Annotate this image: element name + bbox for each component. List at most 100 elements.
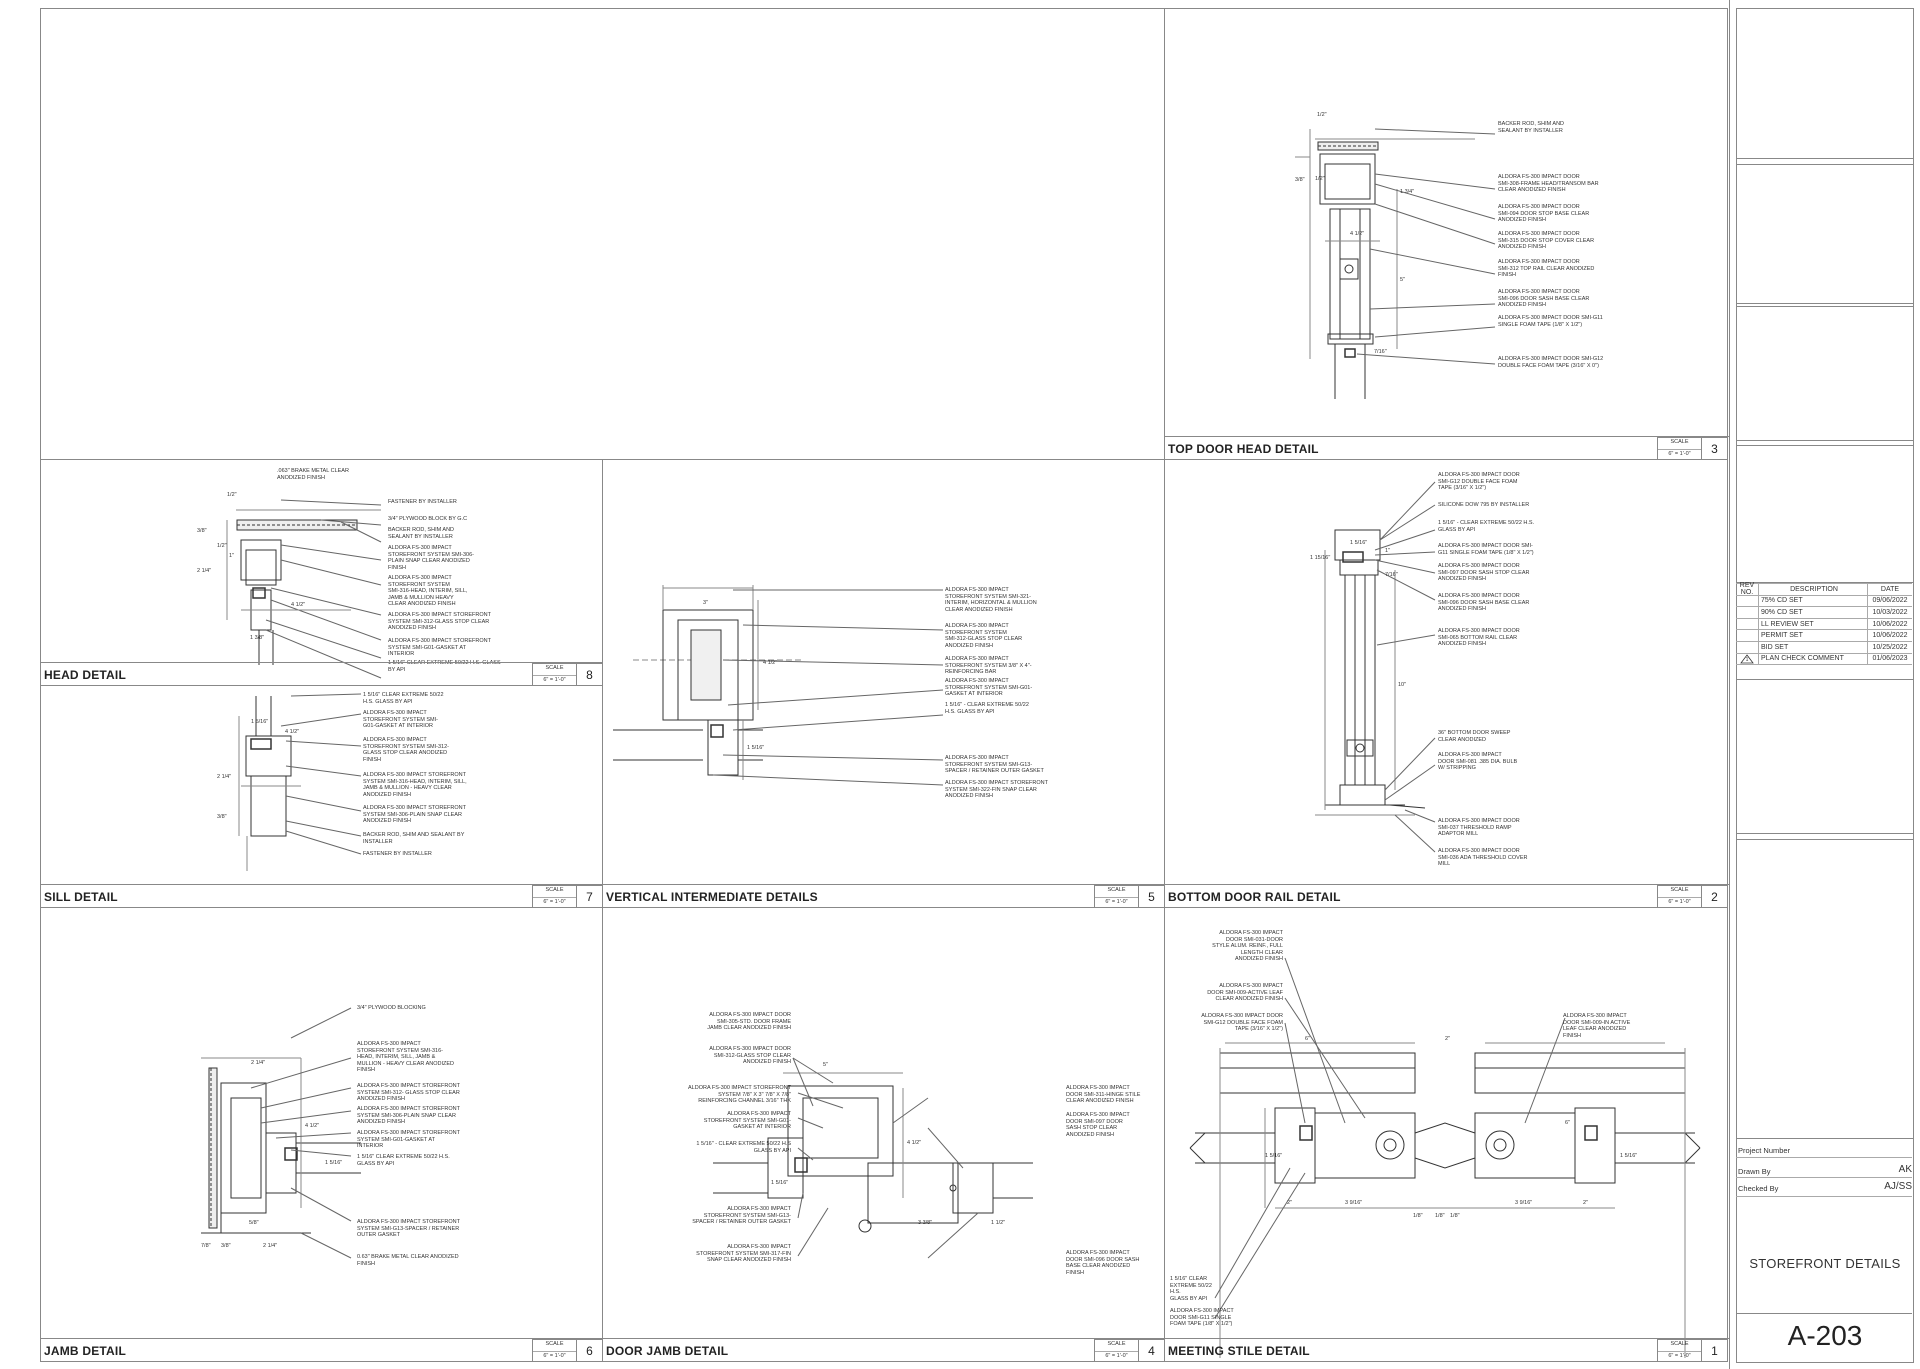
titleblock-cell bbox=[1737, 445, 1913, 583]
note: ALDORA FS-300 IMPACT STOREFRONT SYSTEM S… bbox=[363, 805, 466, 825]
note: ALDORA FS-300 IMPACT DOOR SMI-308-FRAME … bbox=[1498, 174, 1599, 194]
note: FASTENER BY INSTALLER bbox=[363, 851, 432, 857]
note: ALDORA FS-300 IMPACT STOREFRONT SYSTEM S… bbox=[357, 1219, 460, 1239]
sheet-number-rule bbox=[1736, 1313, 1912, 1314]
dimension: 1" bbox=[1385, 548, 1391, 554]
dimension: 6" bbox=[1305, 1036, 1311, 1042]
detail-number: 8 bbox=[576, 663, 602, 685]
detail-number: 4 bbox=[1138, 1339, 1164, 1361]
dimension: 1" bbox=[229, 553, 235, 559]
drawn-by-value: AK bbox=[1898, 1164, 1912, 1175]
detail-title: HEAD DETAIL bbox=[44, 668, 126, 682]
detail-title: TOP DOOR HEAD DETAIL bbox=[1168, 442, 1319, 456]
note: ALDORA FS-300 IMPACT DOOR SMI-009-ACTIVE… bbox=[1207, 983, 1283, 1003]
detail-head: .063" BRAKE METAL CLEAR ANODIZED FINISH … bbox=[40, 459, 604, 686]
note: ALDORA FS-300 IMPACT STOREFRONT SYSTEM S… bbox=[357, 1106, 460, 1126]
note: ALDORA FS-300 IMPACT STOREFRONT SYSTEM S… bbox=[388, 545, 474, 571]
detail-title: MEETING STILE DETAIL bbox=[1168, 1344, 1310, 1358]
note: ALDORA FS-300 IMPACT DOOR SMI-G12 DOUBLE… bbox=[1201, 1013, 1283, 1033]
note: ALDORA FS-300 IMPACT STOREFRONT SYSTEM S… bbox=[363, 710, 438, 730]
dimension: 5" bbox=[1400, 277, 1406, 283]
note: ALDORA FS-300 IMPACT DOOR SMI-081 .385 D… bbox=[1438, 752, 1518, 772]
titleblock-cell bbox=[1737, 164, 1913, 304]
dimension: 1 1/2" bbox=[991, 1220, 1006, 1226]
note: ALDORA FS-300 IMPACT STOREFRONT SYSTEM S… bbox=[357, 1041, 454, 1074]
detail-title: SILL DETAIL bbox=[44, 890, 118, 904]
dimension: 1/8" bbox=[1435, 1213, 1445, 1219]
dimension: 1/2" bbox=[1317, 112, 1327, 118]
detail-number: 6 bbox=[576, 1339, 602, 1361]
meeting-stile-drawing bbox=[1189, 957, 1701, 1358]
dimension: 2 1/4" bbox=[263, 1243, 278, 1249]
info-rule bbox=[1736, 1157, 1912, 1158]
note: ALDORA FS-300 IMPACT STOREFRONT SYSTEM S… bbox=[357, 1130, 460, 1150]
note: BACKER ROD, SHIM AND SEALANT BY INSTALLE… bbox=[388, 527, 455, 540]
dimension: 2" bbox=[1445, 1036, 1451, 1042]
note: ALDORA FS-300 IMPACT DOOR SMI-312-GLASS … bbox=[709, 1046, 791, 1066]
dimension: 4 1/2" bbox=[763, 660, 778, 666]
door-jamb-drawing bbox=[713, 1057, 1033, 1259]
dimension: 7/16" bbox=[1374, 349, 1387, 355]
dimension: 1 3/4" bbox=[1400, 189, 1415, 195]
note: 0.63" BRAKE METAL CLEAR ANODIZED FINISH bbox=[357, 1254, 459, 1267]
dimension: 4 1/2" bbox=[305, 1123, 320, 1129]
dimension: 3/8" bbox=[217, 814, 227, 820]
note: 3/4" PLYWOOD BLOCK BY G.C bbox=[388, 516, 468, 522]
titleblock-cell bbox=[1737, 839, 1913, 1139]
note: ALDORA FS-300 IMPACT STOREFRONT SYSTEM S… bbox=[945, 678, 1033, 698]
note: ALDORA FS-300 IMPACT DOOR SMI-311-HINGE … bbox=[1066, 1085, 1141, 1105]
dimension: 1 5/16" bbox=[1350, 540, 1368, 546]
detail-sill: 1 5/16" CLEAR EXTREME 50/22 H.S. GLASS B… bbox=[40, 685, 604, 908]
dimension: 3/8" bbox=[221, 1243, 231, 1249]
detail-number: 5 bbox=[1138, 885, 1164, 907]
detail-number: 3 bbox=[1701, 437, 1727, 459]
note: ALDORA FS-300 IMPACT STOREFRONT SYSTEM S… bbox=[363, 737, 449, 763]
dimension: 2 1/4" bbox=[197, 568, 212, 574]
note: ALDORA FS-300 IMPACT DOOR SMI-G11 SINGLE… bbox=[1498, 315, 1603, 328]
note: 1 5/16" CLEAR EXTREME 50/22 H.S. GLASS B… bbox=[357, 1154, 450, 1167]
titleblock-divider bbox=[1729, 0, 1730, 1369]
dimension: 1 5/16" bbox=[747, 745, 765, 751]
detail-title: JAMB DETAIL bbox=[44, 1344, 126, 1358]
dimension: 1 5/16" bbox=[325, 1160, 343, 1166]
checked-by-label: Checked By bbox=[1738, 1184, 1779, 1193]
dimension: 3 9/16" bbox=[1515, 1200, 1533, 1206]
note: ALDORA FS-300 IMPACT STOREFRONT SYSTEM S… bbox=[692, 1206, 791, 1226]
note: ALDORA FS-300 IMPACT DOOR SMI-009-IN ACT… bbox=[1563, 1013, 1631, 1039]
blank-area bbox=[40, 8, 1165, 460]
detail-door-jamb: ALDORA FS-300 IMPACT DOOR SMI-305-STD. D… bbox=[602, 907, 1166, 1362]
dimension: 4 1/2" bbox=[1350, 231, 1365, 237]
dimension: 1 15/16" bbox=[1310, 555, 1331, 561]
detail-meeting-stile: ALDORA FS-300 IMPACT DOOR SMI-031-DOOR S… bbox=[1164, 907, 1729, 1362]
info-rule bbox=[1736, 1196, 1912, 1197]
note: ALDORA FS-300 IMPACT DOOR SMI-096 DOOR S… bbox=[1066, 1250, 1140, 1276]
detail-number: 7 bbox=[576, 885, 602, 907]
note: ALDORA FS-300 IMPACT STOREFRONT SYSTEM S… bbox=[357, 1083, 460, 1103]
titleblock-cell bbox=[1737, 9, 1913, 159]
detail-bottom-door-rail: ALDORA FS-300 IMPACT DOOR SMI-G12 DOUBLE… bbox=[1164, 459, 1729, 908]
note: ALDORA FS-300 IMPACT DOOR SMI-G12 DOUBLE… bbox=[1438, 472, 1520, 492]
note: ALDORA FS-300 IMPACT DOOR SMI-312 TOP RA… bbox=[1498, 259, 1595, 279]
note: ALDORA FS-300 IMPACT STOREFRONT SYSTEM S… bbox=[388, 638, 491, 658]
note: ALDORA FS-300 IMPACT DOOR SMI-315 DOOR S… bbox=[1498, 231, 1595, 251]
note: ALDORA FS-300 IMPACT DOOR SMI-096 DOOR S… bbox=[1438, 593, 1530, 613]
dimension: 2" bbox=[1287, 1200, 1293, 1206]
checked-by-value: AJ/SS bbox=[1884, 1181, 1912, 1192]
dimension: 3 9/16" bbox=[1345, 1200, 1363, 1206]
note: ALDORA FS-300 IMPACT DOOR SMI-097 DOOR S… bbox=[1066, 1112, 1130, 1138]
drawn-by-label: Drawn By bbox=[1738, 1167, 1771, 1176]
revision-header: REV NO. DESCRIPTION DATE bbox=[1736, 582, 1912, 596]
detail-title: BOTTOM DOOR RAIL DETAIL bbox=[1168, 890, 1341, 904]
dimension: 1 5/16" bbox=[771, 1180, 789, 1186]
dimension: 1 3/8" bbox=[250, 635, 265, 641]
dimension: 1/8" bbox=[1413, 1213, 1423, 1219]
